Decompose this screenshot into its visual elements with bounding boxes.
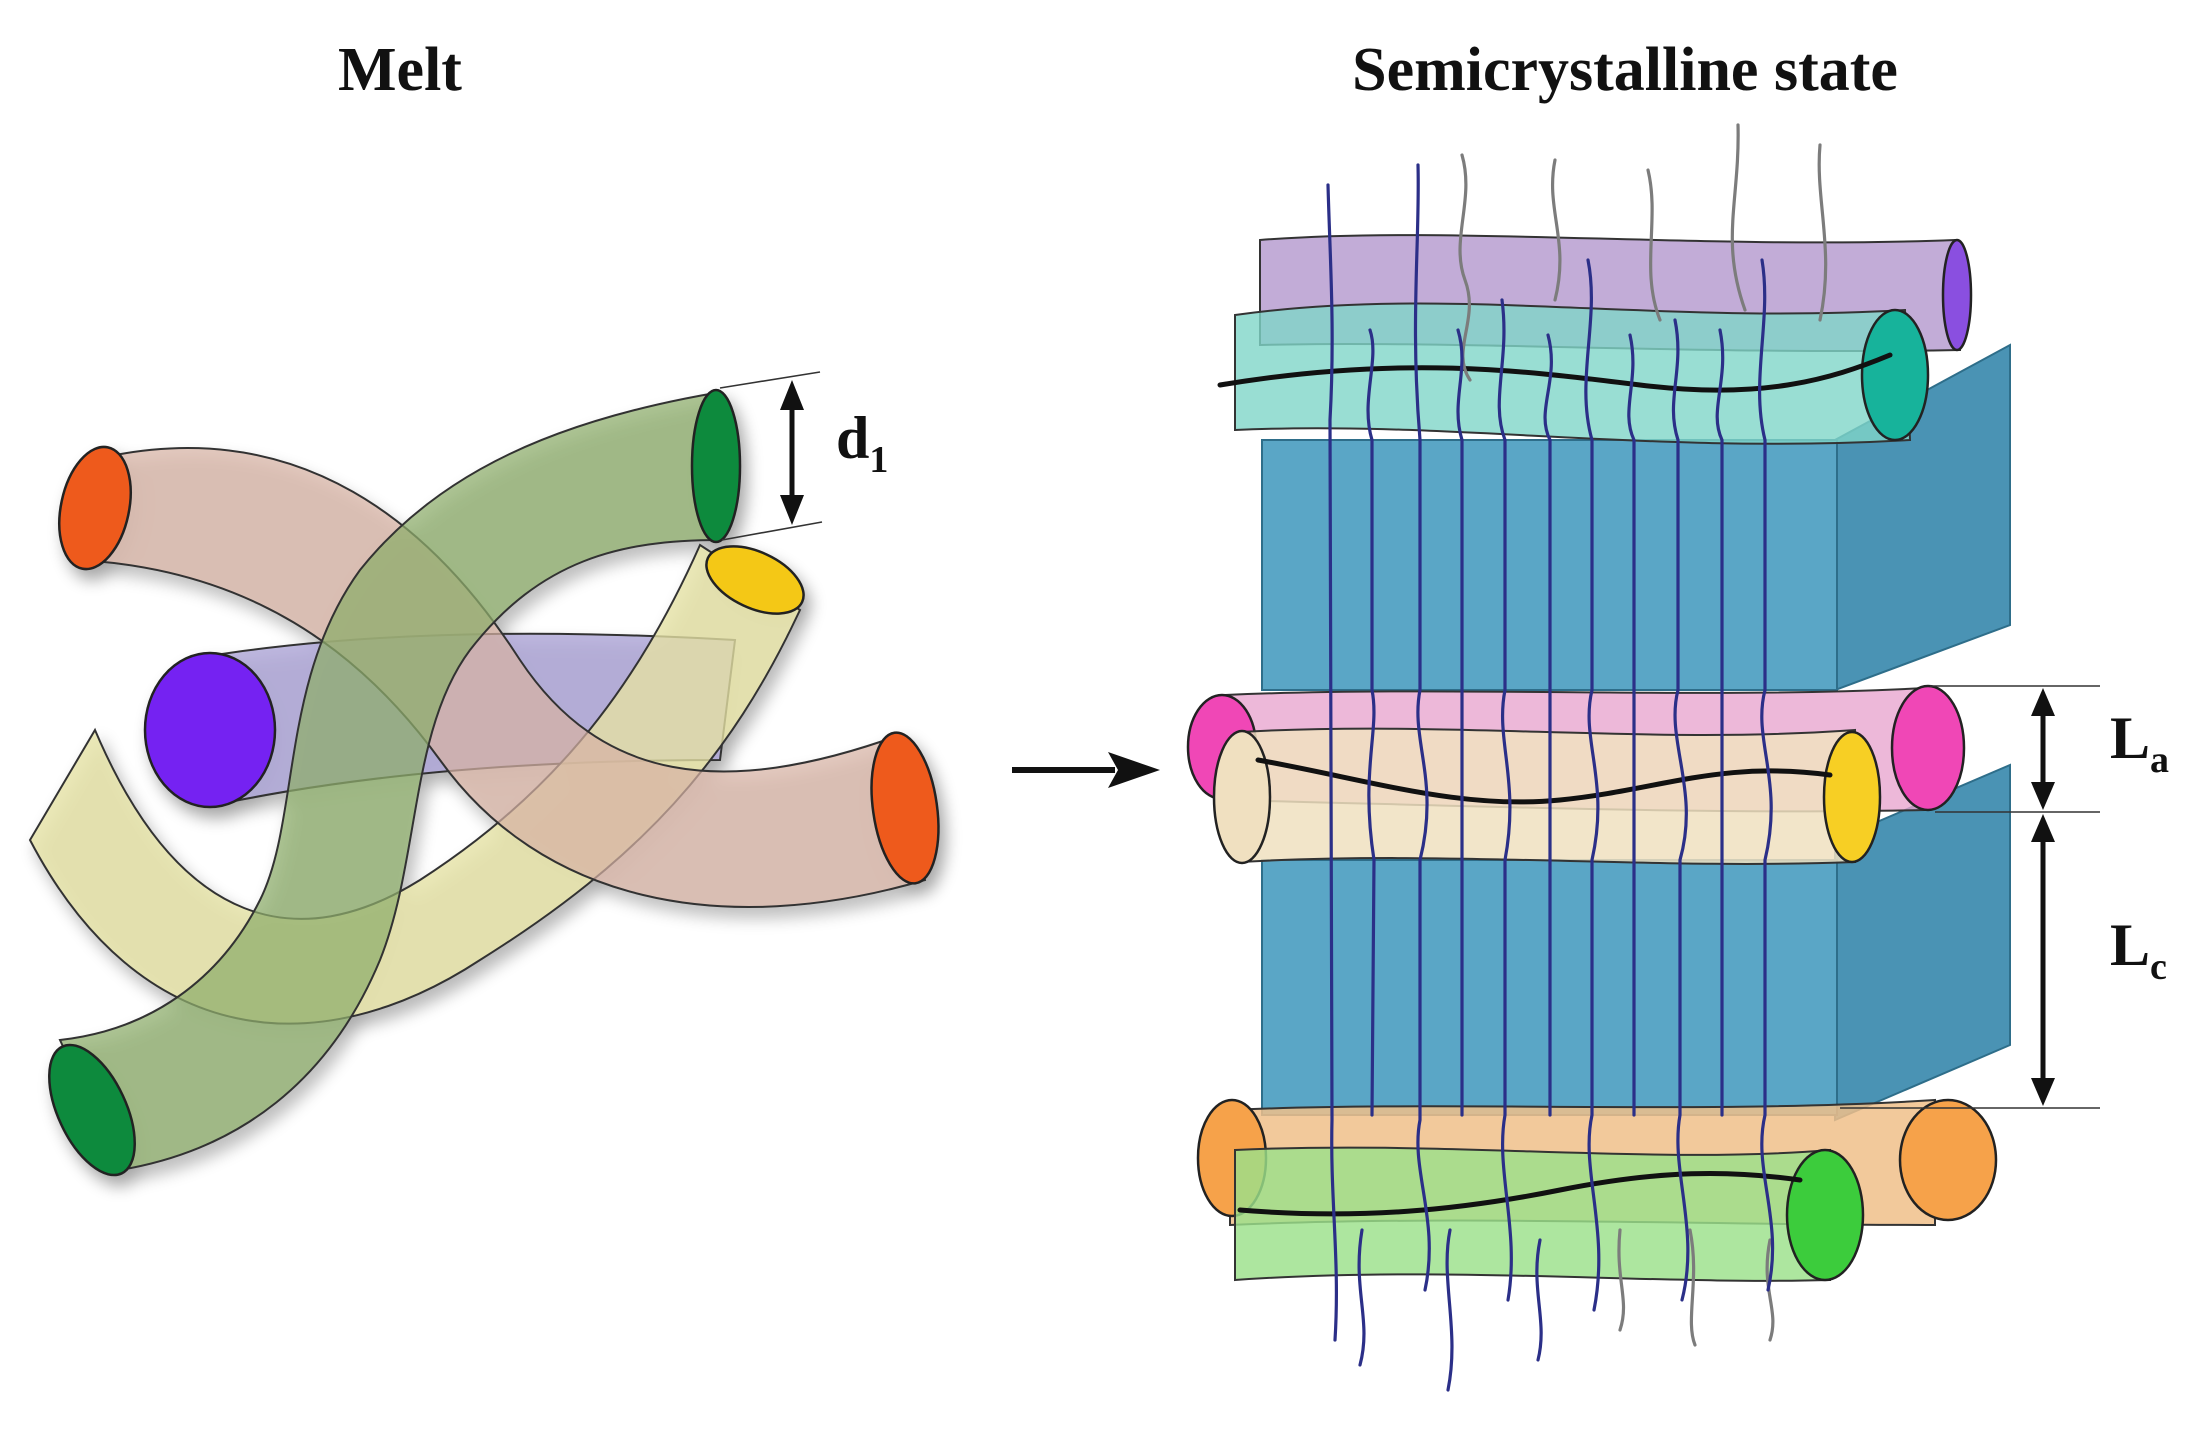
grey-chains — [1458, 123, 1828, 1347]
layer3-front-cap — [1785, 1148, 1865, 1282]
d1-dimension: d1 — [719, 371, 888, 541]
melt-green-cap-bottom — [48, 1043, 136, 1177]
semicrystalline-title: Semicrystalline state — [1352, 36, 1898, 104]
layer2-chain-axis — [1255, 757, 1833, 805]
melt-pink-cap-left — [58, 445, 132, 571]
lc-dimension: Lc — [1840, 814, 2167, 1109]
melt-title: Melt — [338, 36, 462, 104]
la-label: La — [2110, 705, 2169, 781]
semicrystalline-diagram: La Lc — [1186, 123, 2169, 1392]
layer1-front-tube — [1234, 302, 1912, 445]
layer2-back-cap-right — [1890, 684, 1966, 812]
melt-yellow-cap — [705, 545, 805, 615]
layer1-chain-axis — [1217, 352, 1893, 393]
layer1-front-cap — [1860, 308, 1930, 442]
layer1-back-cap — [1941, 238, 1973, 352]
layer3-chain-axis — [1237, 1170, 1803, 1217]
d1-label: d1 — [836, 405, 888, 481]
melt-purple-cap — [143, 651, 277, 809]
la-dimension: La — [1930, 685, 2169, 813]
layer3-back-cap-right — [1898, 1098, 1998, 1222]
lc-label: Lc — [2110, 912, 2167, 988]
melt-green-cap-top — [690, 388, 742, 544]
right-arrow-icon — [1012, 752, 1160, 788]
blue-chains — [1326, 163, 1775, 1392]
melt-diagram — [28, 388, 940, 1177]
layer2-front-cap-right — [1822, 730, 1882, 864]
layer2-front-cap-left — [1212, 729, 1272, 865]
melt-pink-cap-right — [870, 731, 940, 885]
